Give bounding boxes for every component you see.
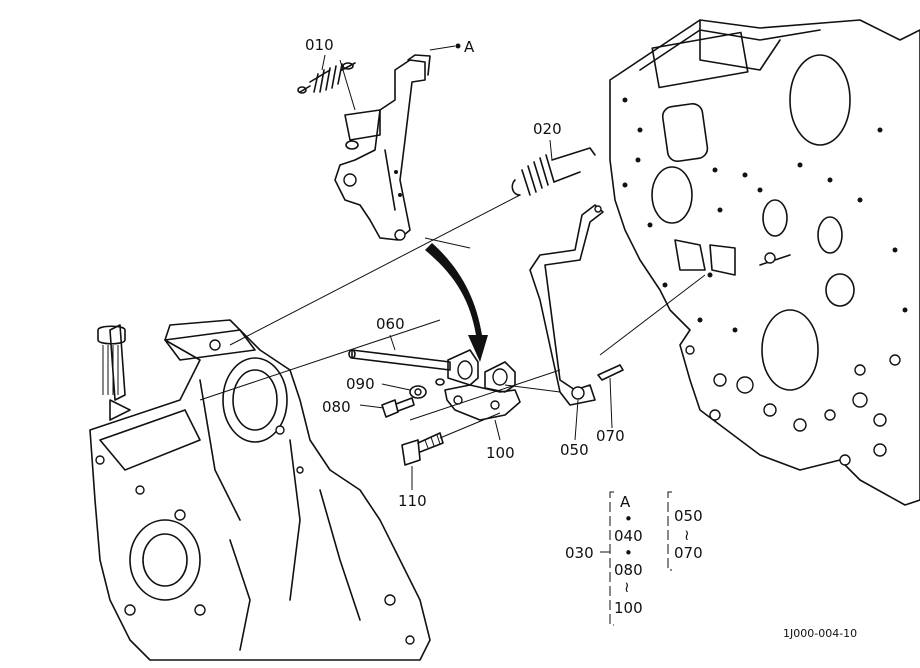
spring-010 [297,62,356,94]
shaft-060 [348,349,451,371]
legend-col2-item-0: 050 [674,507,703,525]
drawing-code: 1J000-004-10 [783,627,857,640]
label-010: 010 [305,36,334,54]
bolt-110 [401,412,501,466]
bracket-100 [444,349,521,421]
label-110: 110 [398,492,427,510]
legend-col1-item-2: 080 [614,561,643,579]
assembly-arrow [425,243,488,362]
legend-col1-item-1: 040 [614,527,643,545]
label-100: 100 [486,444,515,462]
label-050: 050 [560,441,589,459]
bolt-080 [381,397,415,418]
label-ref-a: A [464,38,475,56]
label-060: 060 [376,315,405,333]
legend-dot-1: • [624,510,633,528]
label-080: 080 [322,398,351,416]
leader-lines [321,54,613,490]
legend-tilde-2: ≀ [684,526,690,544]
label-090: 090 [346,375,375,393]
legend-group-label: 030 [565,544,594,562]
assembly-lines [199,194,706,421]
legend-group: 030 A • 040 • 080 ≀ 100 050 ≀ 070 [565,491,703,626]
fork-lever [334,43,461,241]
gear-case [89,319,431,661]
engine-block [609,19,920,506]
label-070: 070 [596,427,625,445]
nut-090 [409,378,445,399]
legend-col2-item-1: 070 [674,544,703,562]
legend-col1-item-0: A [620,493,631,511]
pin-070 [597,364,624,381]
legend-dot-2: • [624,544,633,562]
spring-020 [511,147,596,196]
legend-tilde-1: ≀ [624,578,630,596]
legend-col1-item-3: 100 [614,599,643,617]
part-labels: 010 A 020 060 090 080 100 050 070 110 [305,36,625,510]
lever-050 [529,204,604,406]
label-020: 020 [533,120,562,138]
